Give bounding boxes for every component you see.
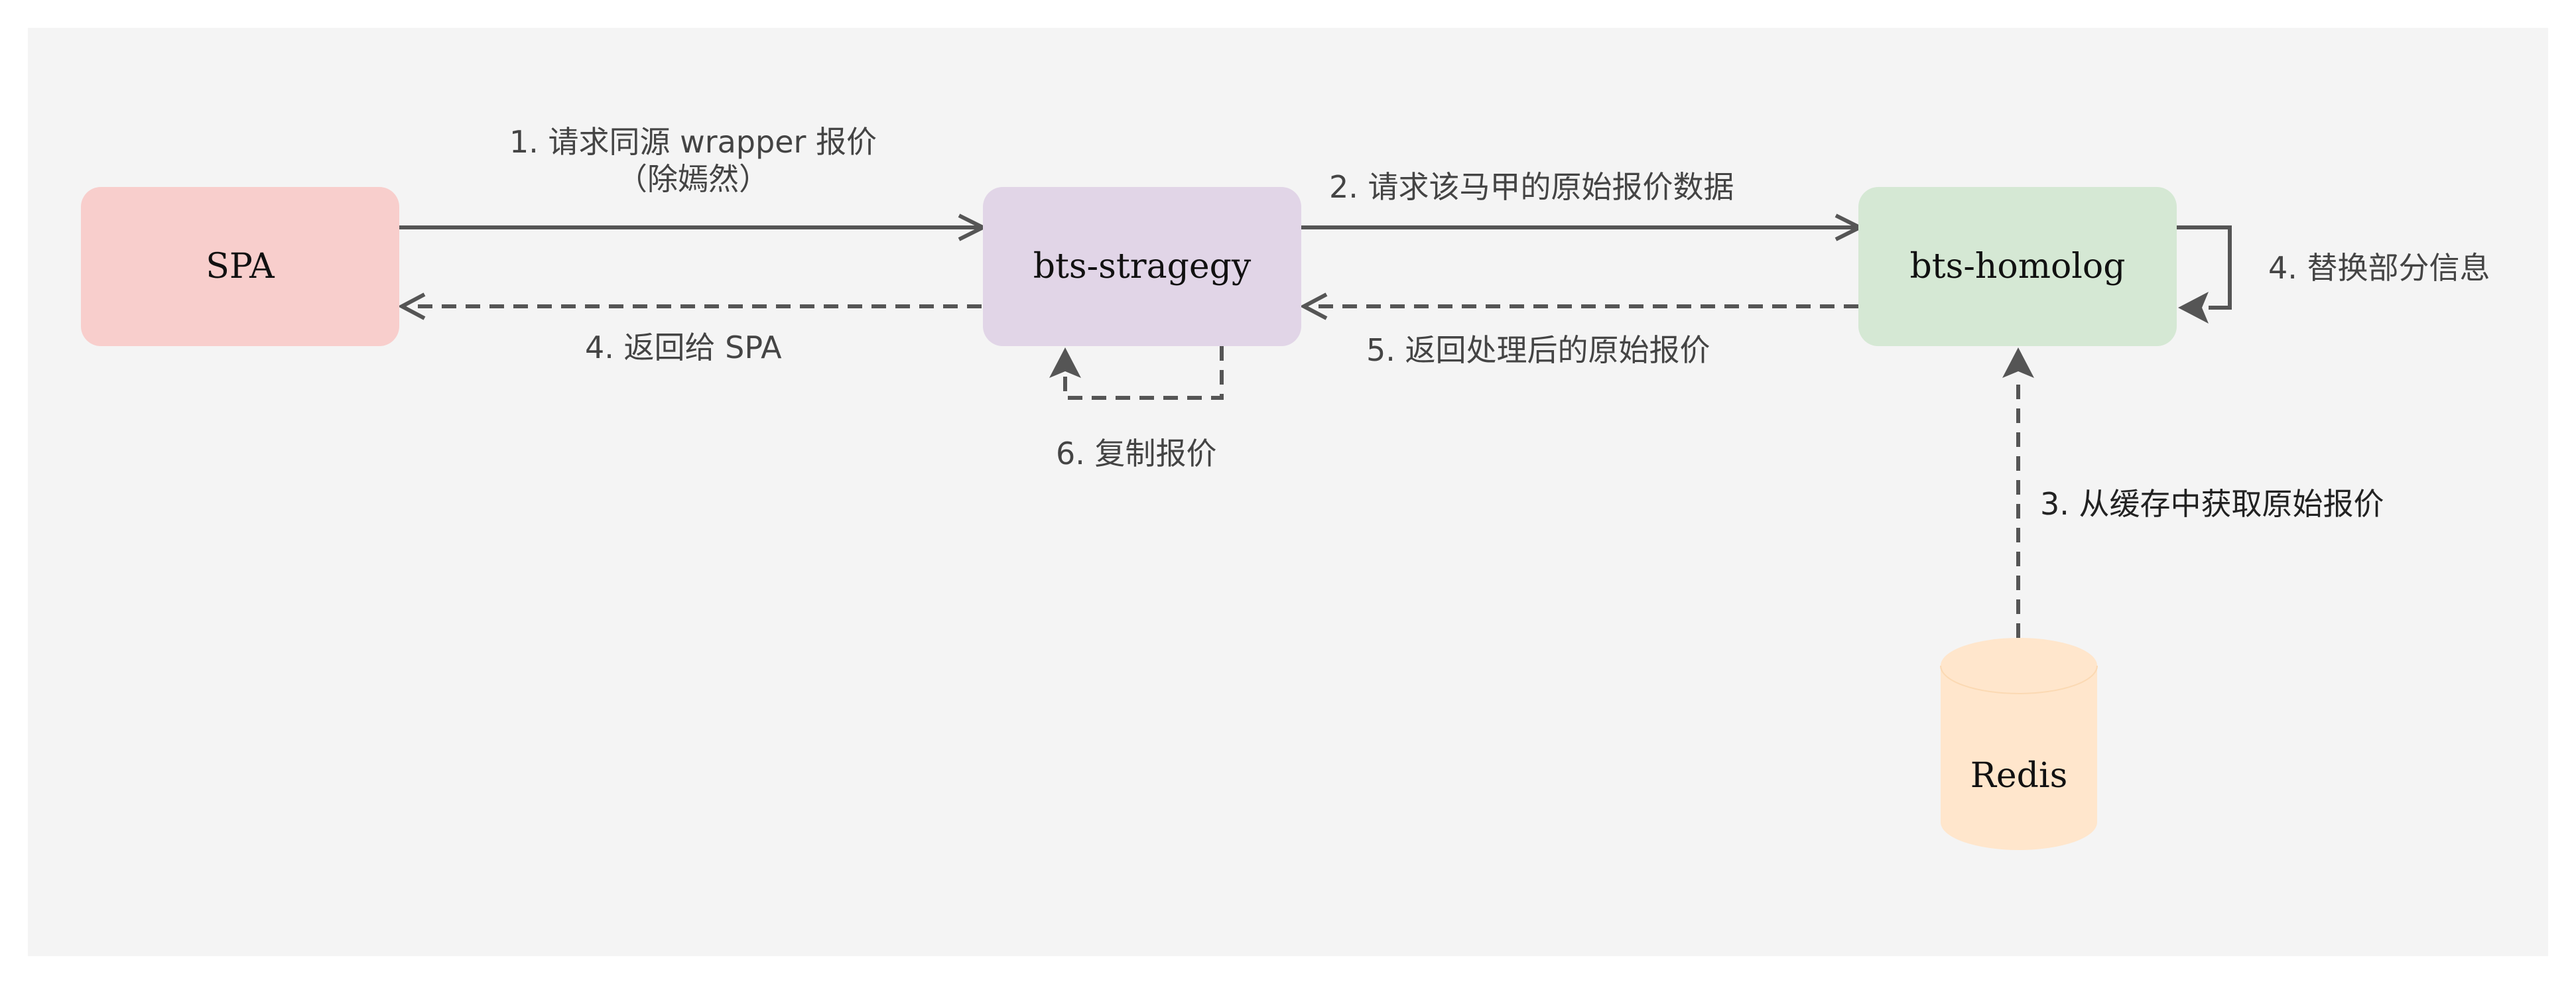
edge-return-spa-arrowhead	[397, 292, 426, 320]
edge-copy-quote-arrowhead	[1049, 347, 1081, 378]
edge-request-raw-quote-label: 2. 请求该马甲的原始报价数据	[1329, 169, 1734, 205]
edge-copy-quote-label: 6. 复制报价	[1056, 436, 1217, 471]
edge-request-wrapper-label: 1. 请求同源 wrapper 报价 （除嫣然）	[464, 123, 922, 198]
edge-return-processed-label: 5. 返回处理后的原始报价	[1366, 332, 1710, 368]
node-spa: SPA	[81, 187, 399, 346]
edge-fetch-cache-arrowhead	[2002, 347, 2034, 378]
node-bts-homolog-label: bts-homolog	[1909, 247, 2126, 286]
diagram-canvas	[28, 28, 2548, 956]
edge-copy-quote	[1063, 346, 1224, 400]
node-bts-homolog: bts-homolog	[1858, 187, 2177, 346]
edge-self-replace-label: 4. 替换部分信息	[2268, 250, 2490, 286]
edge-request-wrapper-label-line1: 1. 请求同源 wrapper 报价	[509, 124, 877, 160]
node-bts-stragegy: bts-stragegy	[983, 187, 1301, 346]
edge-return-processed-arrowhead	[1299, 292, 1328, 320]
edge-request-wrapper-label-line2: （除嫣然）	[617, 161, 769, 197]
edge-fetch-cache-label: 3. 从缓存中获取原始报价	[2040, 486, 2384, 522]
node-redis-label: Redis	[1970, 756, 2068, 796]
node-spa-label: SPA	[206, 247, 275, 286]
node-bts-stragegy-label: bts-stragegy	[1033, 247, 1252, 286]
edge-return-spa-label: 4. 返回给 SPA	[585, 330, 782, 365]
node-redis	[1940, 638, 2098, 850]
edge-self-replace	[2177, 225, 2232, 310]
edge-self-replace-arrowhead	[2178, 292, 2209, 324]
